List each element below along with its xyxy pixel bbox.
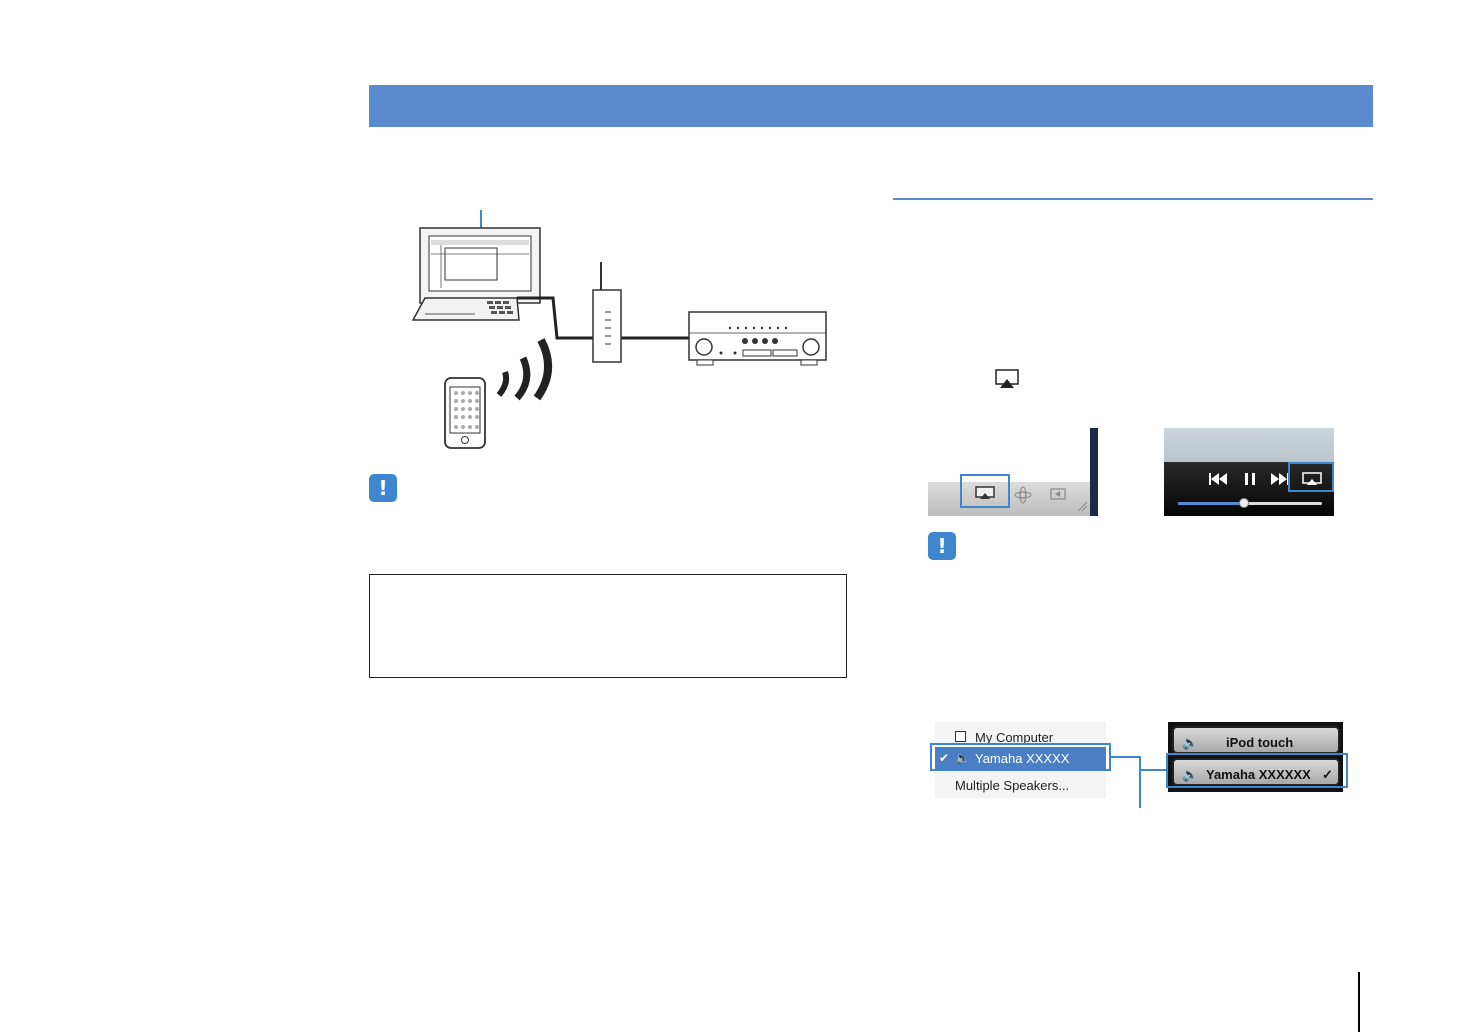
airplay-button[interactable] [960, 474, 1010, 508]
speaker-menu-ios: 🔈 iPod touch 🔈 Yamaha XXXXXX ✓ [1168, 722, 1343, 792]
note-box [369, 574, 847, 678]
menu-item-yamaha[interactable]: ✔ 🔈 Yamaha XXXXX [935, 747, 1106, 771]
menu-item-multiple-speakers[interactable]: Multiple Speakers... [935, 774, 1106, 798]
menu-item-ipod-touch[interactable]: 🔈 iPod touch [1172, 726, 1340, 754]
visualizer-icon[interactable] [1014, 486, 1032, 504]
menu-item-label: iPod touch [1226, 735, 1294, 750]
progress-knob[interactable] [1239, 498, 1250, 508]
yamaha-highlight-mac [930, 743, 1111, 771]
previous-icon[interactable] [1208, 472, 1228, 486]
callout-line [1139, 756, 1141, 808]
menu-item-my-computer[interactable]: My Computer [935, 726, 1106, 750]
av-receiver-icon [688, 311, 827, 366]
checkmark-icon: ✔ [939, 751, 950, 765]
pause-icon[interactable] [1244, 472, 1256, 486]
menu-item-label: Yamaha XXXXX [975, 751, 1070, 766]
wireless-signal-icon [496, 338, 553, 401]
network-diagram [411, 210, 827, 449]
caution-icon: ! [369, 474, 397, 502]
callout-line [1111, 756, 1141, 758]
speaker-menu-mac: My Computer ✔ 🔈 Yamaha XXXXX Multiple Sp… [935, 722, 1106, 798]
page-edge-rule [1358, 972, 1360, 1032]
progress-fill [1178, 502, 1245, 505]
itunes-screenshot [928, 428, 1098, 516]
speaker-icon: 🔈 [1182, 735, 1199, 750]
ios-device-icon [444, 377, 486, 449]
next-icon[interactable] [1270, 472, 1290, 486]
caution-icon: ! [928, 532, 956, 560]
progress-track[interactable] [1178, 498, 1322, 508]
speaker-icon: 🔈 [1182, 767, 1199, 782]
callout-line [1139, 769, 1166, 771]
airplay-button[interactable] [1288, 462, 1334, 492]
menu-item-label: Yamaha XXXXXX [1206, 767, 1311, 782]
ios-player-screenshot [1164, 428, 1334, 516]
yamaha-highlight-ios [1166, 753, 1348, 788]
router-icon [592, 262, 622, 363]
airplay-icon [995, 369, 1019, 388]
resize-grip-icon[interactable] [1076, 500, 1088, 512]
menu-item-yamaha[interactable]: 🔈 Yamaha XXXXXX ✓ [1172, 758, 1340, 786]
menu-item-label: My Computer [975, 730, 1054, 745]
artwork-icon[interactable] [1050, 488, 1066, 500]
subsection-rule [893, 198, 1373, 200]
speaker-icon: 🔈 [955, 751, 970, 765]
computer-icon [411, 227, 541, 321]
menu-item-label: Multiple Speakers... [955, 778, 1070, 793]
checkbox-icon [955, 731, 966, 742]
checkmark-icon: ✓ [1322, 767, 1333, 782]
section-header-bar [369, 85, 1373, 127]
